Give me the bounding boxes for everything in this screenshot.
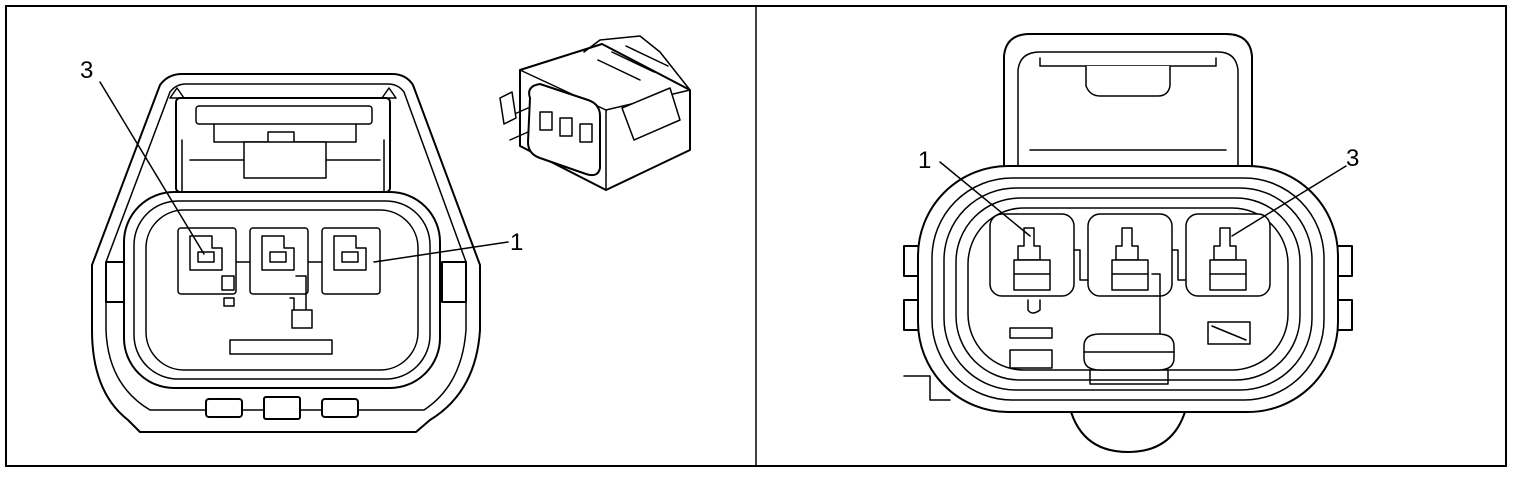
callout-label-1-left: 1 xyxy=(510,229,523,256)
callout-label-3-right: 3 xyxy=(1346,145,1359,172)
callout-label-1-right: 1 xyxy=(918,147,931,174)
left-terminal-cavities xyxy=(177,227,381,329)
right-connector-face xyxy=(903,33,1353,453)
right-callouts: 1 3 xyxy=(918,145,1359,237)
connector-isometric-inset xyxy=(499,35,691,191)
right-terminal-cavities xyxy=(989,213,1271,337)
left-callouts: 3 1 xyxy=(80,57,523,263)
left-connector-face xyxy=(91,73,481,433)
left-bottom-slots xyxy=(205,396,359,420)
right-lower-features xyxy=(1009,299,1251,385)
callout-label-3-left: 3 xyxy=(80,57,93,84)
